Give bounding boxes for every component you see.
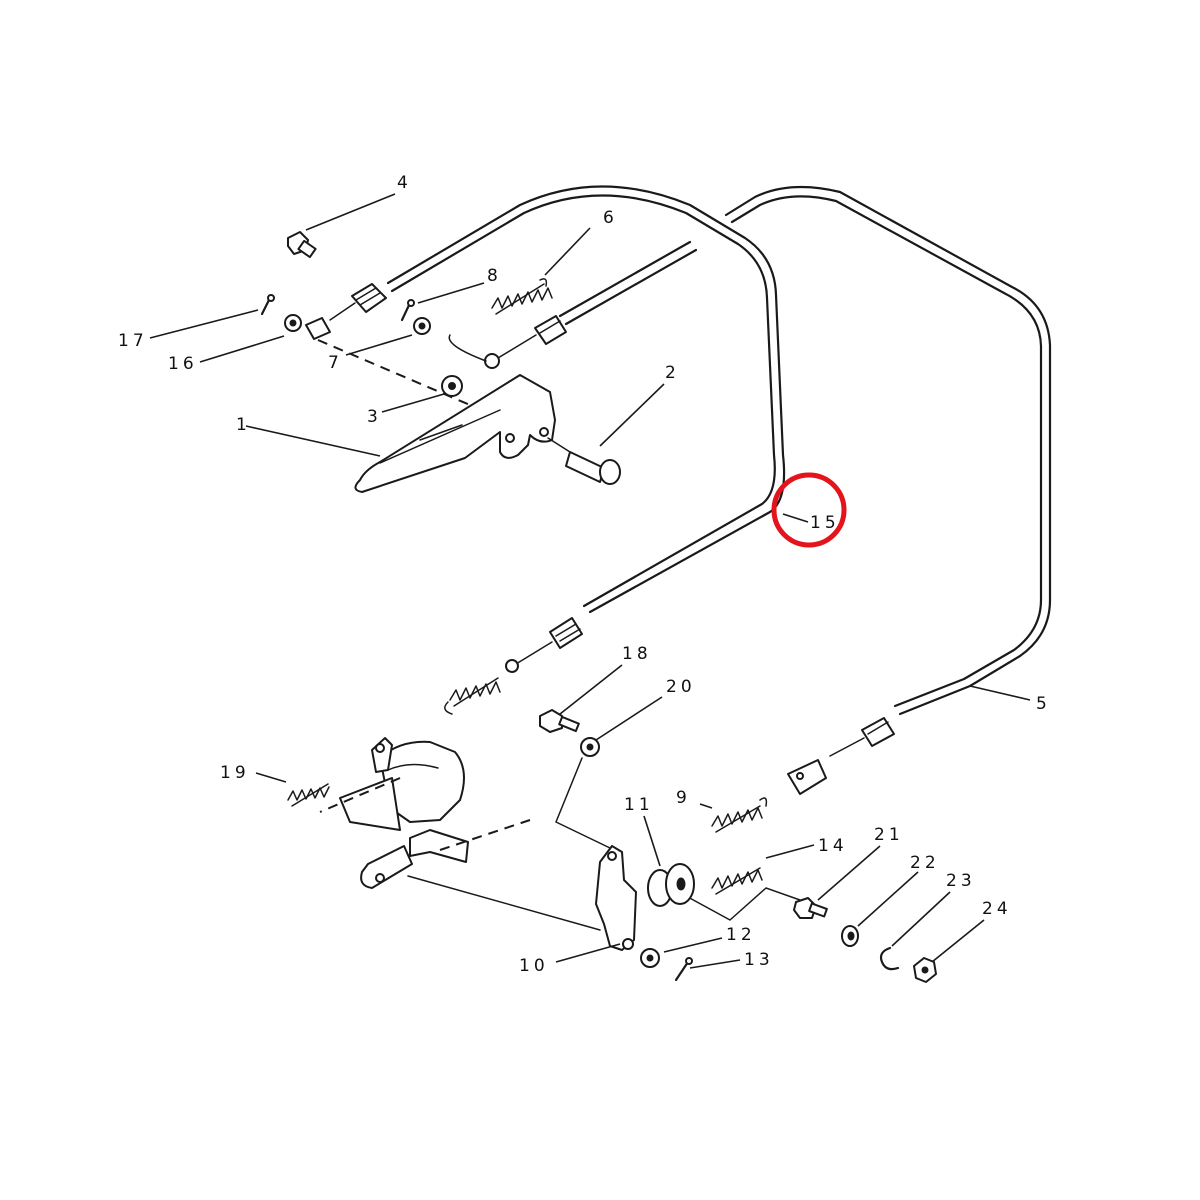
part-11-pulley [647, 863, 695, 907]
callout-17: 17 [118, 331, 148, 351]
callout-4: 4 [397, 173, 412, 193]
callout-16: 16 [168, 354, 198, 374]
part-6-spring [491, 278, 553, 315]
part-20-washer [580, 737, 600, 757]
part-17-pin [260, 294, 275, 316]
part-2-pin [547, 437, 621, 485]
part-9-spring [711, 797, 768, 833]
part-4-bolt [287, 231, 317, 259]
part-1-lever [354, 374, 556, 493]
part-21-bolt [793, 897, 828, 919]
upper-cable-end-right [448, 240, 698, 369]
callout-5: 5 [1036, 694, 1051, 714]
lower-spring [444, 677, 501, 715]
part-18-bolt [539, 709, 580, 733]
callout-21: 21 [874, 825, 904, 845]
lower-cable-end-5 [787, 717, 895, 795]
lower-cable-end-15 [505, 617, 583, 673]
leader-lines [149, 193, 1031, 969]
part-22-washer [841, 925, 859, 947]
part-12-washer [640, 948, 660, 968]
linkage-line [407, 875, 601, 931]
callout-3: 3 [367, 407, 382, 427]
callout-9: 9 [676, 788, 691, 808]
callout-24: 24 [982, 899, 1012, 919]
callout-10: 10 [519, 956, 549, 976]
linkage-line-2 [555, 757, 611, 849]
part-8-pin [400, 299, 415, 322]
callout-13: 13 [744, 950, 774, 970]
callout-2: 2 [665, 363, 680, 383]
cable-15 [386, 185, 786, 614]
callout-19: 20 [666, 677, 696, 697]
part-7-washer [413, 317, 431, 335]
linkage-line-3 [674, 887, 801, 921]
part-13-pin [674, 957, 693, 982]
part-10-lever-arm [595, 845, 637, 951]
actuator-assembly [319, 737, 531, 889]
callout-22: 22 [910, 853, 940, 873]
part-3-washer [441, 375, 463, 397]
callout-8: 8 [487, 266, 502, 286]
part-19-spring [287, 783, 330, 807]
callout-14: 14 [818, 836, 848, 856]
callout-6: 6 [603, 208, 618, 228]
callout-7: 7 [328, 353, 343, 373]
callout-18: 18 [622, 644, 652, 664]
callout-19b: 19 [220, 763, 250, 783]
callout-labels: 1 2 3 4 5 6 7 8 9 10 11 12 13 14 15 16 1… [118, 173, 1051, 976]
callout-12: 12 [726, 925, 756, 945]
callout-1: 1 [236, 415, 251, 435]
part-14-spring [711, 867, 763, 895]
part-23-clip [879, 946, 900, 971]
part-16-washer [284, 314, 302, 332]
upper-cable-end-left [305, 283, 387, 340]
part-24-nut [913, 957, 937, 983]
cable-5 [724, 185, 1052, 716]
callout-23: 23 [946, 871, 976, 891]
callout-15: 15 [810, 513, 840, 533]
callout-11: 11 [624, 795, 654, 815]
highlight-circle [771, 472, 847, 548]
